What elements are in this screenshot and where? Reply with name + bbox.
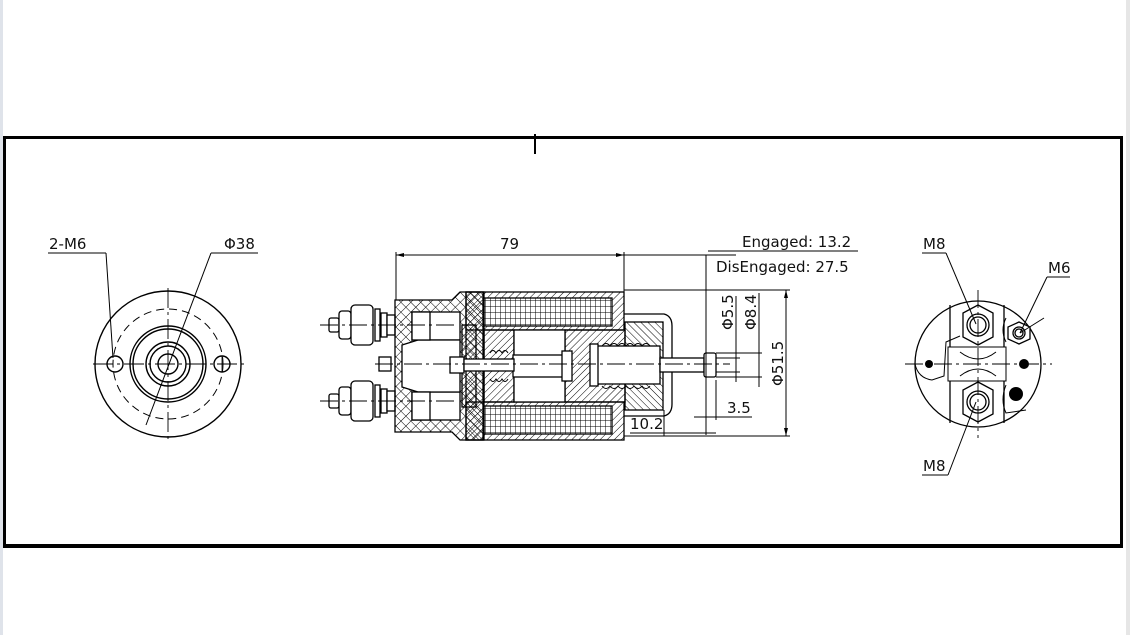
label-phi38: Φ38 [224,235,255,253]
dim-phi8-4: Φ8.4 [742,294,760,330]
dim-10-2: 10.2 [630,415,663,433]
label-stroke-disengaged: DisEngaged: 27.5 [716,258,849,276]
scrollbar-track[interactable] [1126,0,1130,635]
coil-bottom [483,405,613,435]
label-stroke-engaged: Engaged: 13.2 [742,233,851,251]
page-edge-left [0,0,3,635]
label-m8-top: M8 [923,235,946,253]
dim-overall-length: 79 [500,235,519,253]
dim-phi51-5: Φ51.5 [769,341,787,386]
section-view [320,250,858,441]
dim-3-5: 3.5 [727,399,751,417]
frame-center-mark [534,134,536,154]
label-m8-bottom: M8 [923,457,946,475]
label-m6: M6 [1048,259,1071,277]
m6-terminal [1007,321,1031,345]
left-end-view [48,252,258,442]
dim-phi5-5: Φ5.5 [719,294,737,330]
coil-top [483,297,613,327]
label-2-m6: 2-M6 [49,235,86,253]
right-end-view [905,252,1070,476]
